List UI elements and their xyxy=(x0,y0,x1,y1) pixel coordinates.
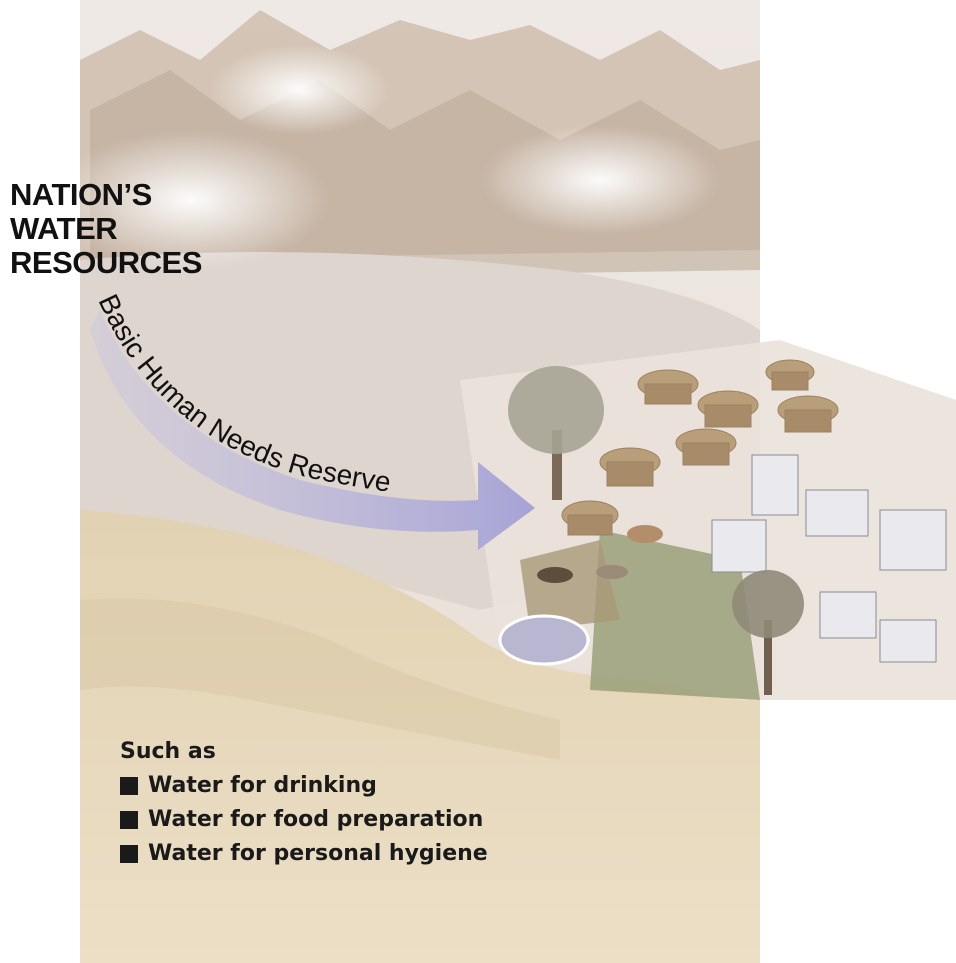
needs-list: Such as Water for drinking Water for foo… xyxy=(120,735,488,871)
list-item: Water for food preparation xyxy=(120,803,488,837)
huts xyxy=(561,359,839,536)
animals xyxy=(537,525,663,583)
title-line: WATER xyxy=(10,211,118,246)
village xyxy=(460,340,956,700)
page-title: NATION’S WATER RESOURCES xyxy=(10,178,202,280)
trees xyxy=(508,366,804,695)
square-bullet-icon xyxy=(120,845,138,863)
title-line: NATION’S xyxy=(10,177,152,212)
list-heading: Such as xyxy=(120,739,216,764)
title-line: RESOURCES xyxy=(10,245,202,280)
reserve-arrow xyxy=(90,310,535,550)
square-bullet-icon xyxy=(120,777,138,795)
list-item-label: Water for personal hygiene xyxy=(148,841,488,866)
square-bullet-icon xyxy=(120,811,138,829)
list-item-label: Water for drinking xyxy=(148,773,377,798)
list-item-label: Water for food preparation xyxy=(148,807,484,832)
water-tank xyxy=(498,614,590,666)
list-item: Water for personal hygiene xyxy=(120,837,488,871)
background-panel xyxy=(50,0,760,963)
houses xyxy=(711,454,947,663)
list-item: Water for drinking xyxy=(120,769,488,803)
